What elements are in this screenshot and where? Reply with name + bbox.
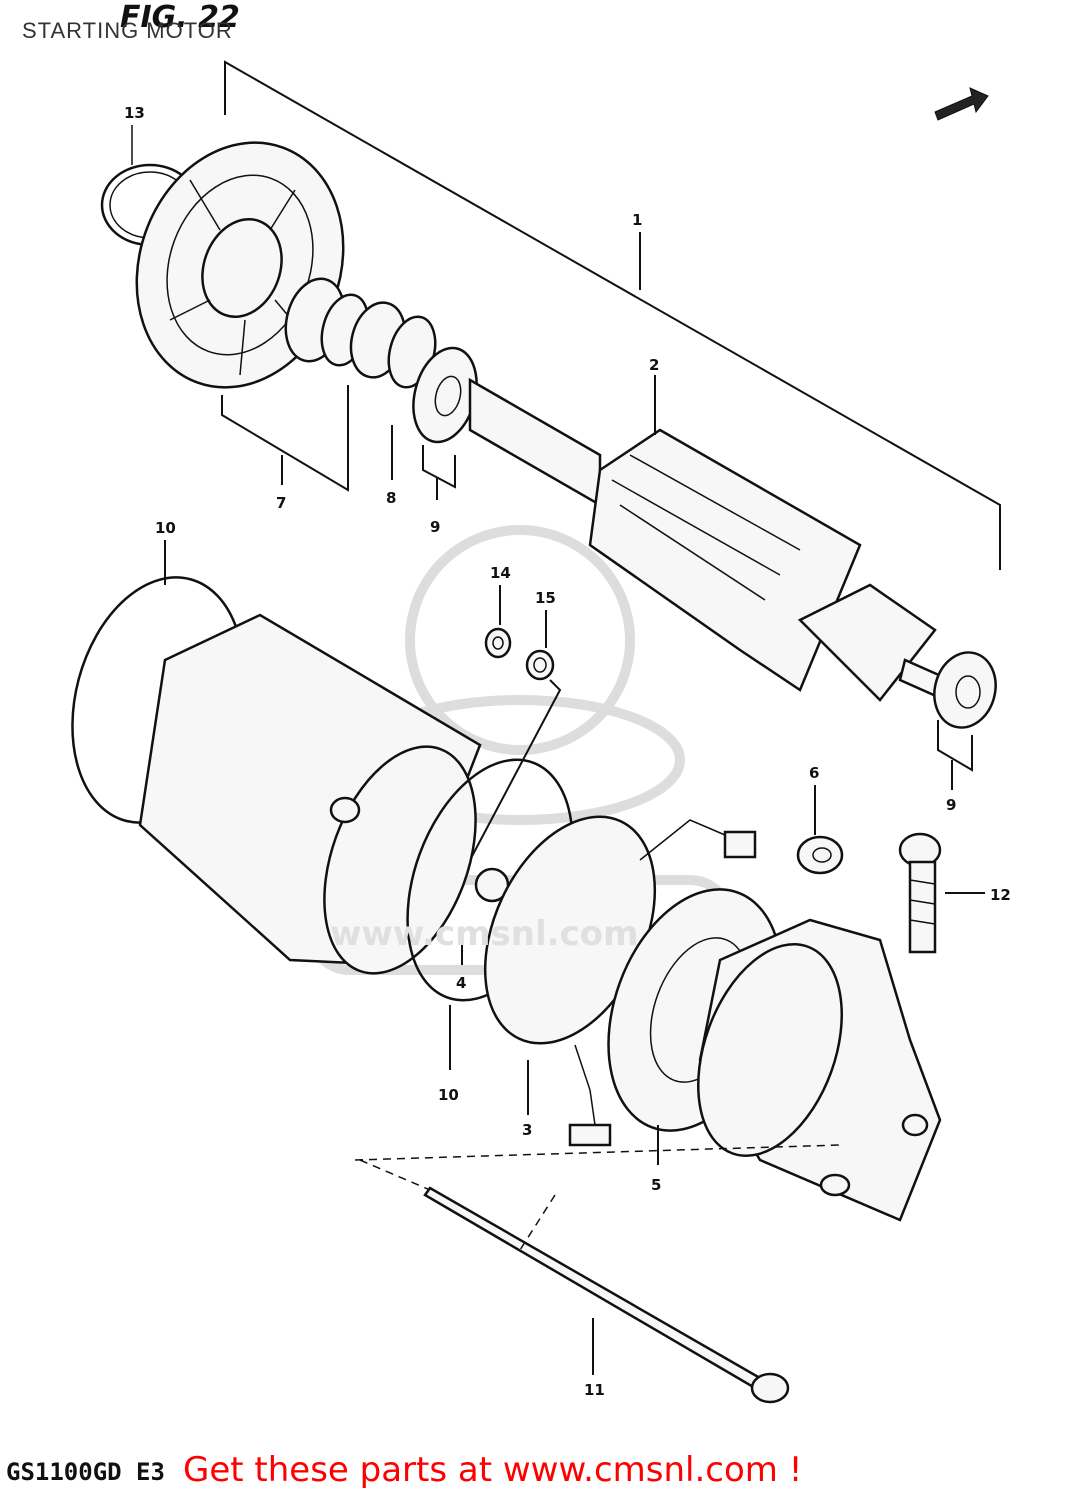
- callout-4: 4: [456, 974, 466, 992]
- callout-15: 15: [535, 589, 556, 607]
- callout-10-rear: 10: [438, 1086, 459, 1104]
- through-bolt-11: [423, 1186, 790, 1404]
- armature-2: [468, 375, 952, 702]
- washer-15: [525, 610, 555, 681]
- washer-9-rear: [933, 651, 997, 790]
- yoke-housing: [138, 613, 482, 975]
- bolt-12: [898, 832, 985, 954]
- brush-lead: [639, 819, 757, 861]
- dashed-leaders: [354, 1144, 841, 1251]
- leader-14-15: [469, 679, 562, 861]
- direction-arrow-icon: [934, 87, 989, 121]
- rear-cover: [697, 918, 942, 1222]
- callout-14: 14: [490, 564, 511, 582]
- callout-1: 1: [632, 211, 642, 229]
- callout-11: 11: [584, 1381, 605, 1399]
- front-housing: [135, 141, 345, 389]
- callout-5: 5: [651, 1176, 661, 1194]
- callout-13: 13: [124, 104, 145, 122]
- callout-9-front: 9: [430, 518, 440, 536]
- cta-link[interactable]: Get these parts at www.cmsnl.com !: [183, 1450, 803, 1490]
- nut-14: [484, 585, 512, 659]
- figure-number: FIG. 22: [120, 0, 240, 35]
- spring-6: [796, 785, 844, 875]
- callout-10-front: 10: [155, 519, 176, 537]
- model-code: GS1100GD E3: [6, 1458, 165, 1486]
- callout-8: 8: [386, 489, 396, 507]
- callout-6: 6: [809, 764, 819, 782]
- brush-holder-3: [483, 815, 657, 1147]
- callout-2: 2: [649, 356, 659, 374]
- callout-3: 3: [522, 1121, 532, 1139]
- callout-9-rear: 9: [946, 796, 956, 814]
- callout-12: 12: [990, 886, 1011, 904]
- page-title: STARTING MOTOR: [22, 18, 233, 43]
- callout-7: 7: [276, 494, 286, 512]
- watermark-text: www.cmsnl.com: [330, 914, 639, 954]
- assembly-frame-1: [224, 60, 1001, 570]
